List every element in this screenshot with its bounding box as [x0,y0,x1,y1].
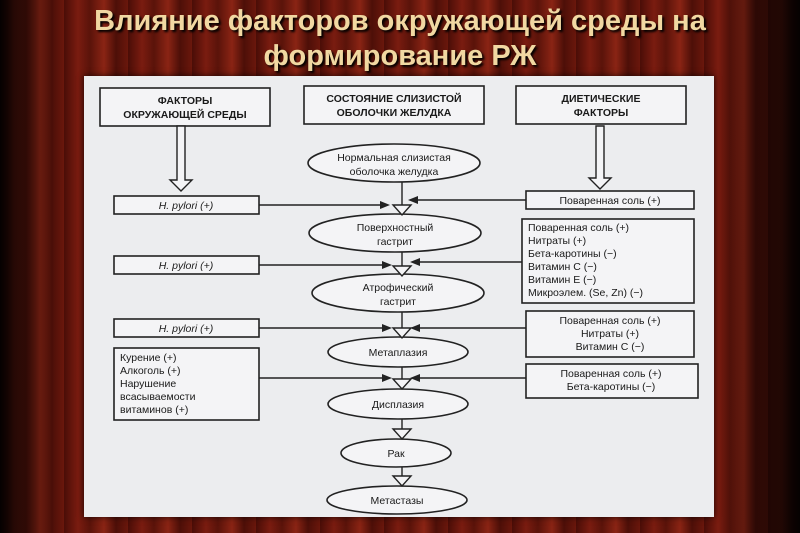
left-factor-4-line-1: Курение (+) [120,352,176,364]
left-factor-4: Курение (+) Алкоголь (+) Нарушение всасы… [113,347,260,421]
flow-arrow-1 [391,204,413,217]
slide-title: Влияние факторов окружающей среды на фор… [0,4,800,74]
header-environment-factors: ФАКТОРЫ ОКРУЖАЮЩЕЙ СРЕДЫ [99,87,271,127]
left-factor-2-text: H. pylori (+) [159,260,214,272]
connector-right-4 [410,374,526,382]
header-diet-line-2: ФАКТОРЫ [574,107,629,119]
flow-diagram: ФАКТОРЫ ОКРУЖАЮЩЕЙ СРЕДЫ СОСТОЯНИЕ СЛИЗИ… [99,85,699,515]
left-factor-2: H. pylori (+) [113,255,260,275]
header-diet-line-1: ДИЕТИЧЕСКИЕ [562,93,641,105]
stage-dysplasia: Дисплазия [327,388,469,420]
right-factor-2-line-5: Витамин Е (−) [528,274,596,286]
flow-arrow-6 [391,475,413,488]
header-environment-line-2: ОКРУЖАЮЩЕЙ СРЕДЫ [123,108,246,121]
stage-metastases: Метастазы [326,485,468,515]
left-factor-1-text: H. pylori (+) [159,200,214,212]
flow-arrow-2 [391,265,413,278]
stage-superficial-line-1: Поверхностный [357,222,434,234]
connector-left-2 [259,261,392,269]
stage-cancer: Рак [340,438,452,468]
connector-left-4 [259,374,392,382]
stage-cancer-label: Рак [387,448,404,460]
stage-normal-line-1: Нормальная слизистая [337,152,451,164]
stage-normal-mucosa: Нормальная слизистая оболочка желудка [307,143,481,183]
right-factor-2-line-3: Бета-каротины (−) [528,248,617,260]
stage-atrophic-gastritis: Атрофический гастрит [311,273,485,313]
arrow-diet-down [587,125,613,190]
right-factor-1: Поваренная соль (+) [525,190,695,210]
right-factor-2: Поваренная соль (+) Нитраты (+) Бета-кар… [521,218,695,304]
left-factor-3-text: H. pylori (+) [159,323,214,335]
slide-title-line-2: формирование РЖ [263,40,537,72]
left-factor-1: H. pylori (+) [113,195,260,215]
left-factor-4-line-4: всасываемости [120,391,196,403]
header-mucosa-state: СОСТОЯНИЕ СЛИЗИСТОЙ ОБОЛОЧКИ ЖЕЛУДКА [303,85,485,125]
slide-title-line-1: Влияние факторов окружающей среды на [94,5,706,37]
header-mucosa-line-1: СОСТОЯНИЕ СЛИЗИСТОЙ [326,92,461,105]
flow-arrow-3 [391,327,413,340]
right-factor-4-line-1: Поваренная соль (+) [560,368,661,380]
stage-dysplasia-label: Дисплазия [372,399,424,411]
right-factor-3-line-3: Витамин С (−) [576,341,645,353]
flow-arrow-5 [391,428,413,441]
stage-metaplasia-label: Метаплазия [369,347,428,359]
right-factor-2-line-6: Микроэлем. (Se, Zn) (−) [528,287,643,299]
left-factor-3: H. pylori (+) [113,318,260,338]
right-factor-3: Поваренная соль (+) Нитраты (+) Витамин … [525,310,695,358]
flow-arrow-4 [391,378,413,391]
connector-right-1 [408,196,526,204]
arrow-environment-down [168,125,194,192]
stage-atrophic-line-2: гастрит [380,296,416,308]
right-factor-3-line-2: Нитраты (+) [581,328,639,340]
left-factor-4-line-2: Алкоголь (+) [120,365,181,377]
connector-left-1 [259,201,390,209]
right-factor-2-line-1: Поваренная соль (+) [528,222,629,234]
right-factor-4-line-2: Бета-каротины (−) [567,381,656,393]
right-factor-2-line-2: Нитраты (+) [528,235,586,247]
header-mucosa-line-2: ОБОЛОЧКИ ЖЕЛУДКА [337,107,452,119]
right-factor-3-line-1: Поваренная соль (+) [559,315,660,327]
right-factor-1-text: Поваренная соль (+) [559,195,660,207]
stage-normal-line-2: оболочка желудка [350,166,439,178]
header-environment-line-1: ФАКТОРЫ [158,95,213,107]
stage-superficial-line-2: гастрит [377,236,413,248]
connector-left-3 [259,324,392,332]
stage-metaplasia: Метаплазия [327,336,469,368]
stage-atrophic-line-1: Атрофический [363,282,434,294]
stage-metastases-label: Метастазы [371,495,424,507]
right-factor-2-line-4: Витамин С (−) [528,261,597,273]
right-factor-4: Поваренная соль (+) Бета-каротины (−) [525,363,699,399]
connector-right-2 [410,258,522,266]
stage-superficial-gastritis: Поверхностный гастрит [308,213,482,253]
left-factor-4-line-5: витаминов (+) [120,404,188,416]
header-diet-factors: ДИЕТИЧЕСКИЕ ФАКТОРЫ [515,85,687,125]
left-factor-4-line-3: Нарушение [120,378,176,390]
connector-right-3 [410,324,526,332]
